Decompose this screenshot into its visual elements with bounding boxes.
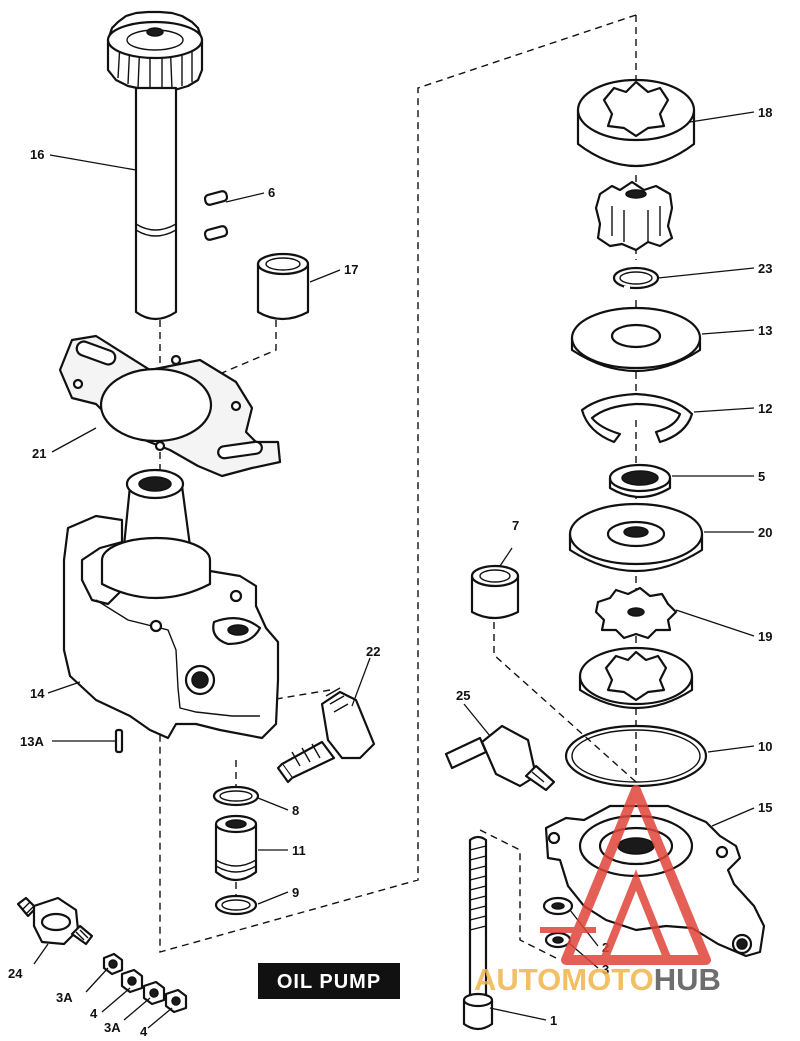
- part-22-elbow-fitting: [276, 687, 376, 784]
- callout-3a-first: 3A: [56, 990, 73, 1005]
- callout-10: 10: [758, 739, 772, 754]
- callout-4-first: 4: [90, 1006, 98, 1021]
- callout-1: 1: [550, 1013, 557, 1028]
- part-19-rotor-set: [578, 586, 694, 710]
- callout-23: 23: [758, 261, 772, 276]
- callout-8: 8: [292, 803, 299, 818]
- watermark-logo-triangle: [561, 785, 711, 965]
- callout-labels: 16 6 17 21 14 13A 22 8 11 9 24 3A 4 3A 4…: [8, 105, 772, 1039]
- part-6-pins: [203, 190, 229, 241]
- callout-17: 17: [344, 262, 358, 277]
- callout-19: 19: [758, 629, 772, 644]
- watermark-text-hub: HUB: [654, 962, 721, 997]
- part-12-spring-clip: [580, 392, 694, 444]
- callout-6: 6: [268, 185, 275, 200]
- callout-3a-second: 3A: [104, 1020, 121, 1035]
- callout-11: 11: [292, 843, 306, 858]
- part-14-pump-body: [62, 468, 280, 740]
- part-7-bushing: [470, 564, 520, 620]
- callout-4-second: 4: [140, 1024, 148, 1039]
- callout-22: 22: [366, 644, 380, 659]
- diagram-title: OIL PUMP: [258, 963, 400, 999]
- callout-24: 24: [8, 966, 23, 981]
- callout-18: 18: [758, 105, 772, 120]
- watermark-logo-inner: [600, 869, 672, 962]
- part-5-seal: [608, 463, 672, 498]
- callout-25: 25: [456, 688, 470, 703]
- part-11-relief-valve: [214, 814, 258, 882]
- callout-9: 9: [292, 885, 299, 900]
- part-13a-pin: [114, 728, 124, 754]
- callout-12: 12: [758, 401, 772, 416]
- callout-13a: 13A: [20, 734, 44, 749]
- part-9-o-ring: [214, 894, 258, 916]
- callout-3: 3: [602, 962, 609, 977]
- callout-15: 15: [758, 800, 772, 815]
- part-25-fitting: [444, 724, 556, 792]
- part-8-o-ring: [212, 785, 260, 807]
- part-20-disc: [568, 502, 704, 572]
- part-17-bushing: [256, 252, 310, 321]
- part-23-retaining-ring: [612, 266, 660, 290]
- callout-5: 5: [758, 469, 765, 484]
- callout-16: 16: [30, 147, 44, 162]
- part-16-drive-shaft-gear: [106, 10, 204, 321]
- title-text: OIL PUMP: [277, 971, 381, 993]
- parts-3a-4-nuts-washers: [102, 952, 188, 1014]
- callout-13: 13: [758, 323, 772, 338]
- callout-21: 21: [32, 446, 46, 461]
- parts-2-3-washers: [542, 896, 574, 949]
- callout-14: 14: [30, 686, 45, 701]
- part-18-rotor-set: [576, 78, 696, 252]
- part-21-gasket: [58, 334, 282, 478]
- part-1-bolt: [462, 835, 494, 1031]
- part-13-plate: [570, 306, 702, 372]
- part-24-sensor: [16, 896, 94, 946]
- callout-20: 20: [758, 525, 772, 540]
- automotohub-watermark: AUTOMOTOHUB: [474, 785, 721, 997]
- callout-7: 7: [512, 518, 519, 533]
- svg-text:AUTOMOTOHUB: AUTOMOTOHUB: [474, 962, 721, 997]
- watermark-text-automoto: AUTOMOTO: [474, 962, 654, 997]
